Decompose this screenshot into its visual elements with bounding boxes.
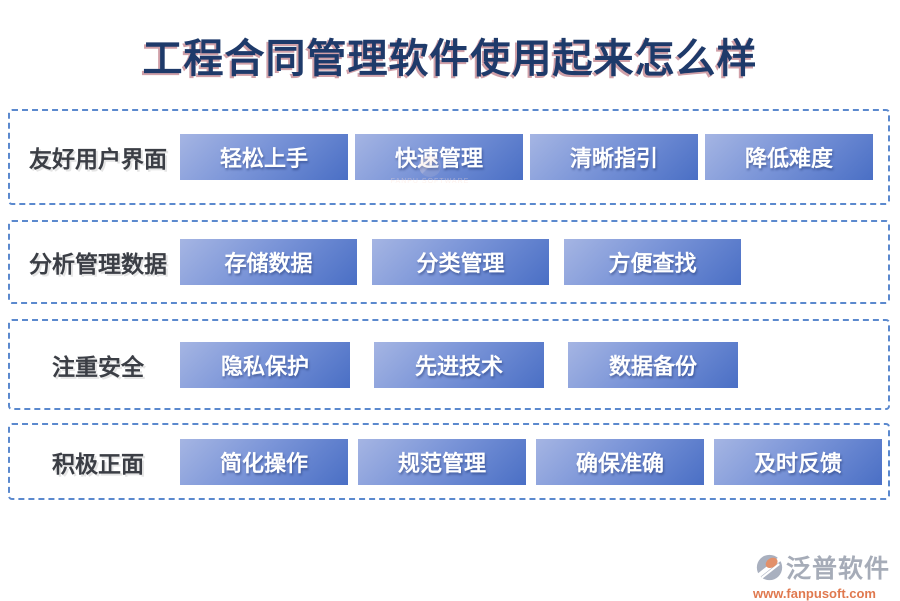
fanpu-logo-icon (755, 553, 783, 580)
feature-row-data-analysis: 分析管理数据 存储数据 分类管理 方便查找 (8, 220, 890, 304)
feature-pill: 轻松上手 (180, 134, 348, 180)
feature-pill: 存储数据 (180, 239, 357, 285)
fanpu-footer-logo: 泛普软件 www.fanpusoft.com (753, 549, 890, 601)
page-title: 工程合同管理软件使用起来怎么样 (142, 37, 758, 81)
row-label: 积极正面 (52, 450, 144, 477)
feature-pill-group: 简化操作 规范管理 确保准确 及时反馈 (180, 438, 882, 485)
feature-pill-group: 轻松上手 快速管理 清晰指引 降低难度 (180, 134, 873, 180)
feature-pill: 方便查找 (564, 239, 741, 285)
feature-pill: 及时反馈 (714, 438, 882, 485)
fanpu-url-text: www.fanpusoft.com (752, 586, 876, 601)
feature-row-positive: 积极正面 简化操作 规范管理 确保准确 及时反馈 (8, 423, 890, 500)
feature-row-security: 注重安全 隐私保护 先进技术 数据备份 (8, 319, 890, 410)
row-label: 注重安全 (52, 353, 144, 380)
feature-pill: 先进技术 (374, 341, 544, 388)
fanpu-brand-text: 泛普软件 (785, 555, 890, 583)
feature-pill-group: 存储数据 分类管理 方便查找 (180, 239, 741, 285)
feature-pill: 分类管理 (372, 239, 549, 285)
feature-pill: 数据备份 (568, 341, 738, 388)
feature-pill: 规范管理 (358, 438, 526, 485)
feature-pill-group: 隐私保护 先进技术 数据备份 (180, 341, 738, 388)
feature-row-friendly-ui: 友好用户界面 轻松上手 快速管理 清晰指引 降低难度 FANPU SOFTWAR… (8, 109, 890, 205)
feature-pill: 快速管理 (355, 134, 523, 180)
row-label: 友好用户界面 (29, 146, 167, 172)
feature-pill: 确保准确 (536, 438, 704, 485)
feature-pill: 简化操作 (180, 438, 348, 485)
feature-pill: 降低难度 (705, 134, 873, 180)
row-label: 分析管理数据 (29, 251, 167, 277)
feature-pill: 清晰指引 (530, 134, 698, 180)
feature-pill: 隐私保护 (180, 341, 350, 388)
